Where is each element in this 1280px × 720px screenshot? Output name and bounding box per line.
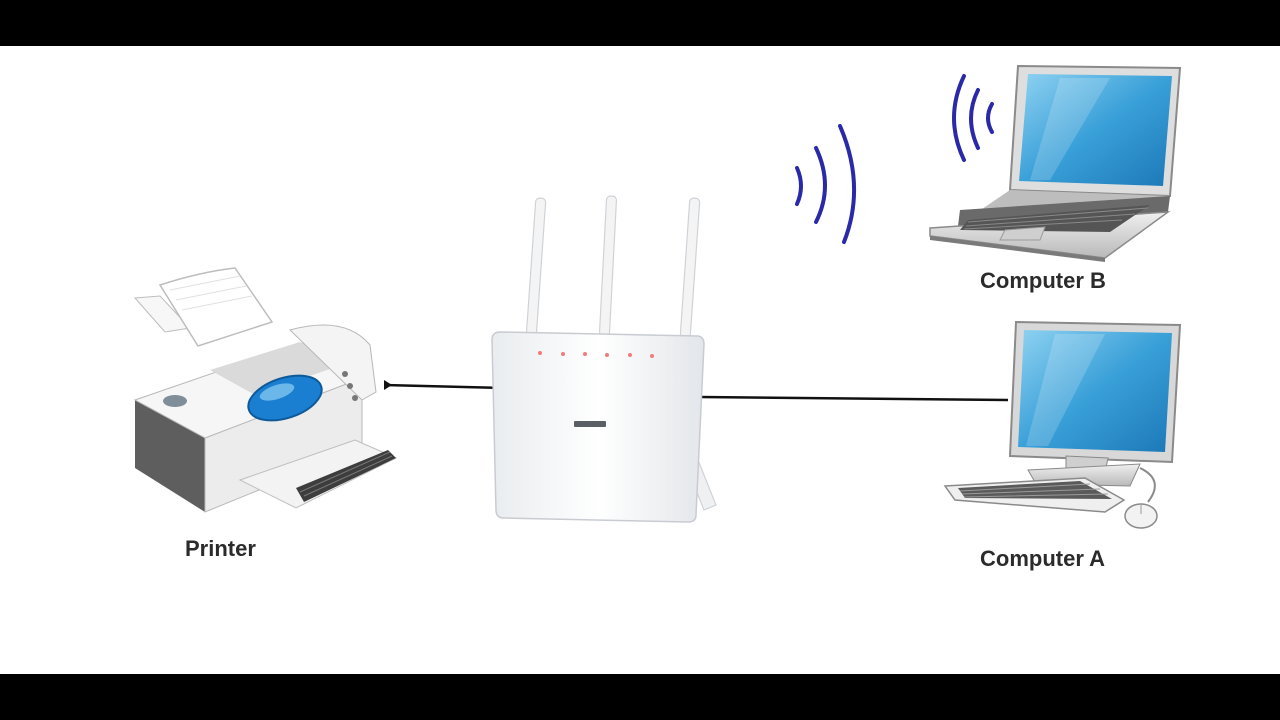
router <box>491 195 717 523</box>
printer-label: Printer <box>185 536 256 561</box>
diagram-svg <box>133 64 1182 529</box>
network-diagram: Printer Computer B Computer A <box>0 46 1280 674</box>
letterbox-bottom <box>0 674 1280 720</box>
laptop-wifi-waves <box>952 74 994 162</box>
desktop-computer-icon <box>943 320 1182 529</box>
cable-router-printer <box>383 380 505 390</box>
computer-b-label: Computer B <box>980 268 1106 293</box>
router-wifi-waves <box>795 124 856 244</box>
printer-icon <box>133 267 398 513</box>
router-status-leds <box>538 351 654 358</box>
cable-router-computer-a <box>699 395 1009 402</box>
letterbox-top <box>0 0 1280 46</box>
laptop-icon <box>929 64 1182 262</box>
router-logo <box>574 421 606 427</box>
computer-a-label: Computer A <box>980 546 1106 571</box>
